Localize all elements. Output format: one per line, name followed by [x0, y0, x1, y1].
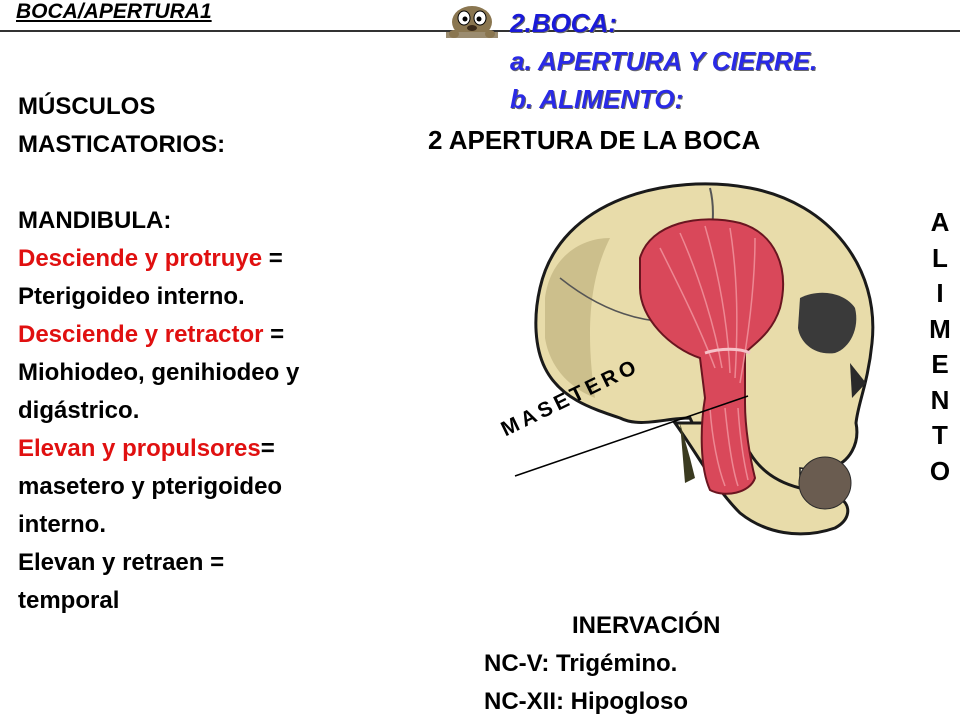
title-apertura: a. APERTURA Y CIERRE. — [510, 46, 818, 76]
item-3-muscles-1: masetero y pterigoideo — [18, 473, 283, 500]
slide-label: BOCA/APERTURA1 — [16, 0, 212, 23]
item-3-line: Elevan y propulsores= — [18, 430, 458, 468]
letter: I — [936, 278, 944, 308]
item-1-sep: = — [262, 245, 283, 272]
muscles-heading-1: MÚSCULOS — [18, 93, 156, 120]
item-1-action: Desciende y protruye — [18, 245, 263, 272]
mandibula-heading: MANDIBULA: — [18, 207, 172, 234]
item-4-line: Elevan y retraen = — [18, 549, 225, 576]
item-2-muscles-1: Miohiodeo, genihiodeo y — [18, 359, 300, 386]
letter: T — [932, 420, 948, 450]
slide-titles: 2.BOCA: a. APERTURA Y CIERRE. b. ALIMENT… — [510, 4, 817, 118]
item-4-muscles: temporal — [18, 587, 120, 614]
section-heading: 2 APERTURA DE LA BOCA — [428, 125, 761, 155]
title-boca: 2.BOCA: — [510, 8, 617, 38]
letter: N — [930, 384, 950, 415]
item-2-line: Desciende y retractor = — [18, 316, 458, 354]
item-2-sep: = — [263, 321, 285, 348]
letter: M — [929, 313, 951, 344]
item-2-muscles-2: digástrico. — [18, 397, 140, 424]
letter: L — [932, 242, 948, 273]
letter: A — [930, 207, 950, 237]
skull-illustration — [514, 182, 875, 536]
nerve-hipogloso: NC-XII: Hipogloso — [484, 688, 688, 715]
letter: O — [929, 455, 951, 486]
title-alimento: b. ALIMENTO: — [510, 84, 684, 114]
item-3-sep: = — [260, 435, 275, 462]
item-3-action: Elevan y propulsores — [18, 435, 261, 462]
innervation-title: INERVACIÓN — [572, 612, 721, 639]
muscles-heading-2: MASTICATORIOS: — [18, 131, 226, 158]
item-1-muscles: Pterigoideo interno. — [18, 283, 245, 310]
letter: E — [931, 349, 949, 379]
alimento-vertical: A L I M E N T O — [926, 205, 954, 489]
item-3-muscles-2: interno. — [18, 511, 106, 538]
nerve-trigemino: NC-V: Trigémino. — [484, 650, 678, 677]
item-2-action: Desciende y retractor — [18, 321, 264, 348]
mascot-icon — [446, 6, 498, 38]
muscle-list: MÚSCULOS MASTICATORIOS: MANDIBULA: Desci… — [18, 88, 458, 620]
item-1-line: Desciende y protruye = — [18, 240, 458, 278]
